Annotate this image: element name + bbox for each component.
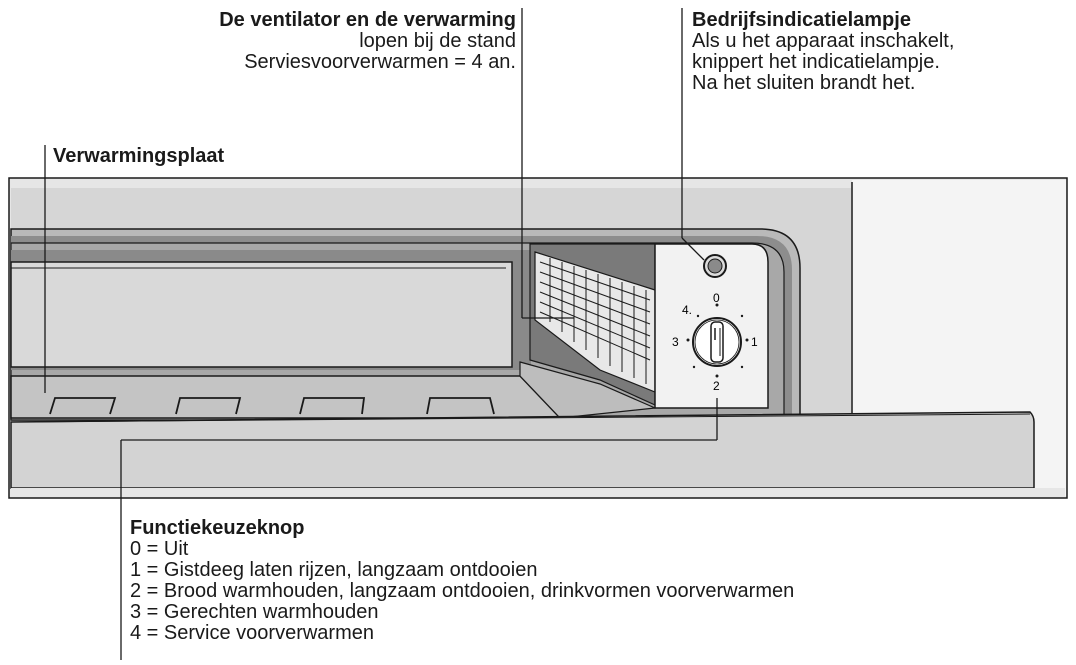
knob-label-1: 1 <box>751 335 758 349</box>
fan-heating-line1: lopen bij de stand <box>359 30 516 52</box>
leader-lines <box>44 8 718 660</box>
knob-label-2: 2 <box>713 379 720 393</box>
heating-plate-label: Verwarmingsplaat <box>53 145 225 167</box>
knob-scale-dots <box>686 303 749 378</box>
function-knob[interactable] <box>692 317 742 367</box>
indicator-lamp-callout: Bedrijfsindicatielampje Als u het appara… <box>692 10 1072 94</box>
indicator-lamp-line2: knippert het indicatielampje. <box>692 51 940 73</box>
knob-label-0: 0 <box>713 291 720 305</box>
heating-plate-segments <box>49 397 495 415</box>
inner-panel <box>10 261 513 368</box>
knob-option-3: 3 = Gerechten warmhouden <box>130 601 379 623</box>
knob-option-4: 4 = Service voorverwarmen <box>130 622 374 644</box>
function-knob-title: Functiekeuzeknop <box>130 517 305 539</box>
drawer-front <box>10 411 1035 489</box>
indicator-lamp-line1: Als u het apparaat inschakelt, <box>692 30 955 52</box>
indicator-lamp-title: Bedrijfsindicatielampje <box>692 9 911 31</box>
knob-label-4: 4. <box>682 303 692 317</box>
knob-option-2: 2 = Brood warmhouden, langzaam ontdooien… <box>130 580 795 602</box>
indicator-lamp-line3: Na het sluiten brandt het. <box>692 72 916 94</box>
heating-plate <box>10 375 562 419</box>
knob-option-0: 0 = Uit <box>130 538 189 560</box>
knob-option-1: 1 = Gistdeeg laten rijzen, langzaam ontd… <box>130 559 538 581</box>
fan-heating-line2: Serviesvoorverwarmen = 4 an. <box>244 51 516 73</box>
fan-grille <box>539 258 651 384</box>
fan-heating-title: De ventilator en de verwarming <box>219 9 516 31</box>
knob-label-3: 3 <box>672 335 679 349</box>
fan-heating-callout: De ventilator en de verwarming lopen bij… <box>76 10 516 73</box>
function-knob-callout: Functiekeuzeknop 0 = Uit 1 = Gistdeeg la… <box>130 518 1030 644</box>
